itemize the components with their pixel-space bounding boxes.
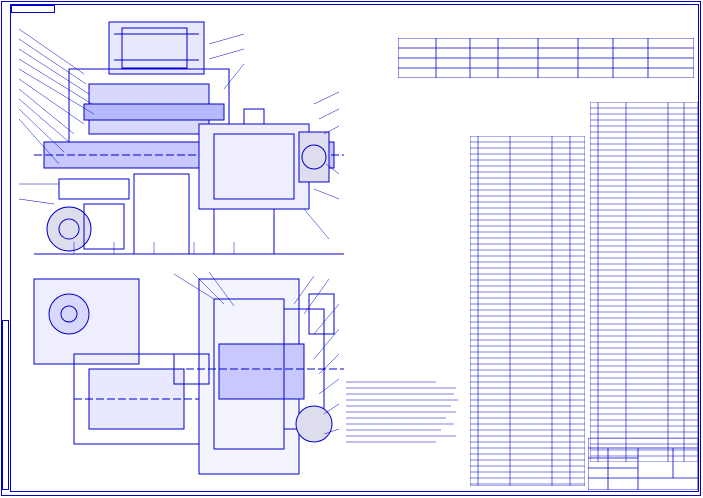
gearbox-side-view — [33, 271, 344, 475]
assembly-drawing-area — [14, 14, 354, 484]
spec-left-grid — [470, 136, 585, 486]
spec-right-grid — [590, 102, 698, 462]
top-left-stamp — [11, 5, 55, 13]
parameters-table-grid — [398, 38, 694, 78]
technical-requirements — [346, 378, 464, 448]
parameters-table — [398, 38, 694, 78]
specification-list-left — [470, 136, 585, 486]
gearbox-section-view — [18, 21, 344, 255]
notes-lines — [346, 381, 458, 443]
assembly-drawing-svg — [18, 21, 344, 475]
title-block — [588, 438, 698, 490]
specification-list-right — [590, 102, 698, 462]
left-margin-strip — [2, 320, 9, 490]
sheet-inner-frame — [10, 4, 699, 492]
title-block-grid — [588, 438, 698, 490]
